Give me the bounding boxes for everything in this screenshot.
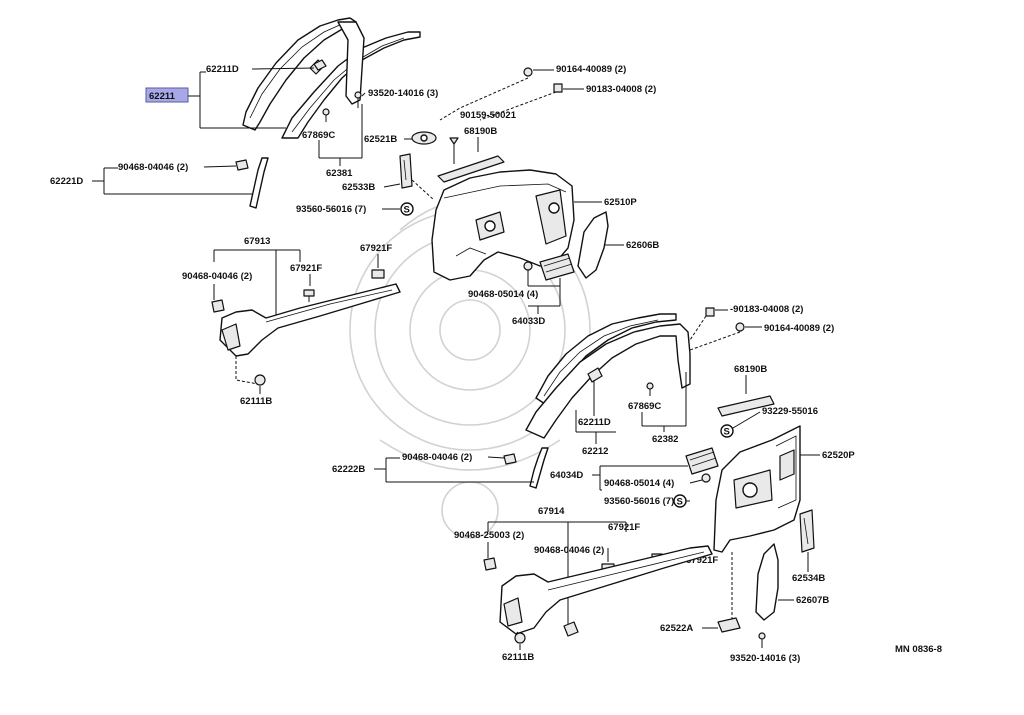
clip-symbol-upper: S bbox=[400, 202, 414, 216]
label-62521B[interactable]: 62521B bbox=[364, 134, 397, 145]
label-90183-04008-lower[interactable]: -90183-04008 (2) bbox=[730, 304, 803, 315]
screw-90468-05014-upper bbox=[523, 261, 533, 271]
pillar-garnish-upper bbox=[242, 17, 421, 139]
label-62111B-lower[interactable]: 62111B bbox=[502, 652, 534, 663]
clip-90468-left bbox=[211, 299, 225, 313]
scuff-plate-68190B-lower bbox=[717, 395, 775, 417]
label-67869C-upper[interactable]: 67869C bbox=[302, 130, 335, 141]
label-90164-40089-lower[interactable]: 90164-40089 (2) bbox=[764, 323, 834, 334]
grille-64033D bbox=[539, 253, 575, 281]
svg-text:S: S bbox=[404, 205, 410, 216]
label-90468-04046-upper[interactable]: 90468-04046 (2) bbox=[118, 162, 188, 173]
label-62211D-lower[interactable]: 62211D bbox=[578, 417, 611, 428]
label-67913[interactable]: 67913 bbox=[244, 236, 270, 247]
clip-67921F-mid bbox=[371, 269, 385, 279]
fastener-90183-lower bbox=[705, 307, 715, 317]
nut-62111B-lower bbox=[514, 632, 526, 644]
label-67869C-lower[interactable]: 67869C bbox=[628, 401, 661, 412]
label-62211-highlighted[interactable]: 62211 bbox=[149, 91, 176, 102]
label-62522A[interactable]: 62522A bbox=[660, 623, 693, 634]
label-67921F-lower-a[interactable]: 67921F bbox=[608, 522, 640, 533]
label-93520-14016-upper[interactable]: 93520-14016 (3) bbox=[368, 88, 438, 99]
scuff-plate-68190B-upper bbox=[437, 155, 505, 183]
screw-90164-upper bbox=[523, 67, 533, 77]
weatherstrip-62221D bbox=[235, 157, 269, 209]
fastener-90159 bbox=[449, 137, 459, 164]
hook-62534B bbox=[799, 509, 815, 553]
label-62520P[interactable]: 62520P bbox=[822, 450, 855, 461]
label-64034D[interactable]: 64034D bbox=[550, 470, 583, 481]
svg-text:S: S bbox=[677, 497, 683, 508]
screw-90164-lower bbox=[735, 322, 745, 332]
label-62222B[interactable]: 62222B bbox=[332, 464, 365, 475]
screw-90468-05014-lower bbox=[701, 473, 711, 483]
label-62510P[interactable]: 62510P bbox=[604, 197, 637, 208]
clip-symbol-93229: S bbox=[720, 424, 734, 438]
clip-90468-25003 bbox=[483, 557, 497, 571]
label-62382[interactable]: 62382 bbox=[652, 434, 678, 445]
diagram-code: MN 0836-8 bbox=[895, 644, 942, 655]
label-67921F-mid[interactable]: 67921F bbox=[360, 243, 392, 254]
grille-64034D bbox=[685, 447, 719, 475]
label-62221D[interactable]: 62221D bbox=[50, 176, 83, 187]
highlight-box-62211[interactable] bbox=[145, 87, 189, 103]
label-62211D[interactable]: 62211D bbox=[206, 64, 239, 75]
label-62533B[interactable]: 62533B bbox=[342, 182, 375, 193]
label-62381[interactable]: 62381 bbox=[326, 168, 353, 179]
label-62111B-upper[interactable]: 62111B bbox=[240, 396, 272, 407]
label-68190B-lower[interactable]: 68190B bbox=[734, 364, 767, 375]
label-93229-55016[interactable]: 93229-55016 bbox=[762, 406, 818, 417]
label-62607B[interactable]: 62607B bbox=[796, 595, 829, 606]
label-67921F-left[interactable]: 67921F bbox=[290, 263, 322, 274]
label-68190B-upper[interactable]: 68190B bbox=[464, 126, 497, 137]
screw-67869C-lower bbox=[646, 382, 654, 396]
label-90159-50021[interactable]: 90159-50021 bbox=[460, 110, 517, 121]
nut-62111B-upper bbox=[254, 374, 266, 386]
cover-62607B bbox=[755, 543, 779, 621]
label-90183-04008-upper[interactable]: 90183-04008 (2) bbox=[586, 84, 656, 95]
label-67921F-lower-b[interactable]: 67921F bbox=[686, 555, 718, 566]
quarter-trim-62520P bbox=[713, 425, 801, 553]
label-90468-04046-lower-b[interactable]: 90468-04046 (2) bbox=[534, 545, 604, 556]
label-62212[interactable]: 62212 bbox=[582, 446, 608, 457]
quarter-trim-62510P bbox=[411, 169, 575, 281]
screw-93520-upper bbox=[322, 91, 362, 122]
screw-93520-lower bbox=[758, 632, 766, 648]
label-64033D[interactable]: 64033D bbox=[512, 316, 545, 327]
label-90468-04046-left[interactable]: 90468-04046 (2) bbox=[182, 271, 252, 282]
bracket-62522A bbox=[717, 617, 741, 633]
bracket-62521B bbox=[411, 131, 437, 145]
clip-symbol-lower: S bbox=[673, 494, 687, 508]
scuff-plate-67913 bbox=[219, 283, 401, 357]
clip-67921F-left bbox=[303, 289, 315, 302]
label-90468-25003[interactable]: 90468-25003 (2) bbox=[454, 530, 524, 541]
cover-62606B bbox=[577, 211, 609, 279]
label-93520-14016-lower[interactable]: 93520-14016 (3) bbox=[730, 653, 800, 664]
hook-62533B bbox=[399, 153, 413, 189]
label-90468-05014-lower[interactable]: 90468-05014 (4) bbox=[604, 478, 674, 489]
label-67914[interactable]: 67914 bbox=[538, 506, 565, 517]
label-90468-04046-lower[interactable]: 90468-04046 (2) bbox=[402, 452, 472, 463]
svg-text:S: S bbox=[724, 427, 730, 438]
scuff-plate-67914 bbox=[499, 545, 713, 637]
label-90468-05014-upper[interactable]: 90468-05014 (4) bbox=[468, 289, 538, 300]
nut-90183-upper bbox=[553, 83, 563, 93]
label-90164-40089-upper[interactable]: 90164-40089 (2) bbox=[556, 64, 626, 75]
clip-62211D bbox=[313, 59, 327, 71]
label-62606B[interactable]: 62606B bbox=[626, 240, 659, 251]
label-93560-56016-lower[interactable]: 93560-56016 (7) bbox=[604, 496, 674, 507]
weatherstrip-62222B bbox=[503, 447, 549, 489]
label-62534B[interactable]: 62534B bbox=[792, 573, 825, 584]
label-93560-56016-upper[interactable]: 93560-56016 (7) bbox=[296, 204, 366, 215]
